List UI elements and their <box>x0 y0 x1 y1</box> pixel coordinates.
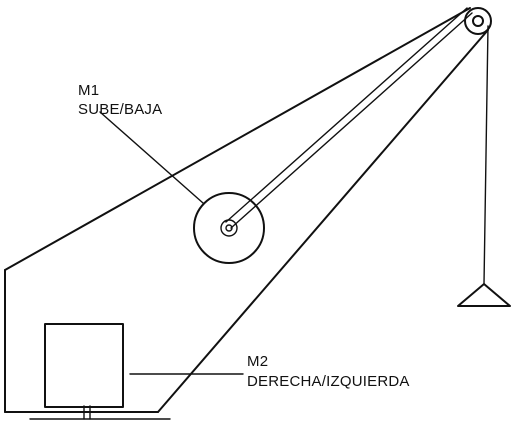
label-m1-function: SUBE/BAJA <box>78 101 162 118</box>
ground-axle <box>29 405 171 420</box>
motor-m1 <box>193 192 265 264</box>
motor-m2-box <box>44 323 124 408</box>
pulley-outer <box>464 7 492 35</box>
cable <box>225 7 489 285</box>
pulley-inner <box>472 15 484 27</box>
label-m1-name: M1 <box>78 82 99 99</box>
hook-load-triangle <box>457 283 511 307</box>
cable-drum-to-pulley <box>230 12 473 229</box>
motor-m1-hub-center <box>225 224 233 232</box>
boom-lower-edge <box>157 29 489 413</box>
motor-m1-hub-ring <box>220 219 238 237</box>
crane-frame <box>4 7 489 413</box>
boom-upper-edge <box>4 7 471 271</box>
cable-to-drum-lower <box>225 7 468 223</box>
motor-m1-drum <box>193 192 265 264</box>
label-m2-function: DERECHA/IZQUIERDA <box>247 373 410 390</box>
top-pulley <box>464 7 492 35</box>
cable-hanging-line <box>483 25 489 285</box>
leader-m1 <box>99 111 204 204</box>
label-m2-name: M2 <box>247 353 268 370</box>
